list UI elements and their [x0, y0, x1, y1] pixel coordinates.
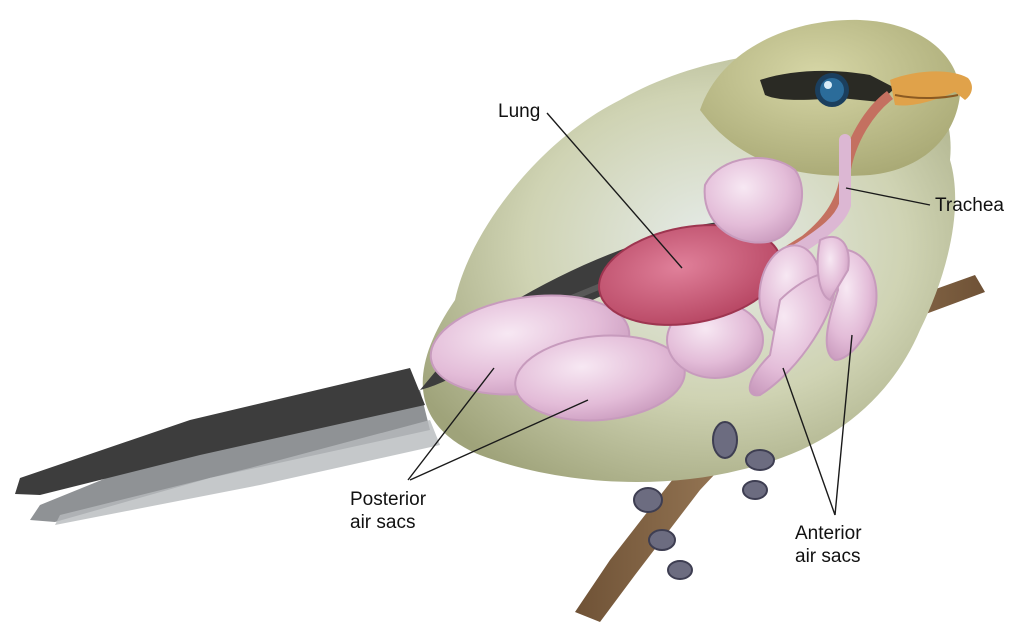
label-lung: Lung [498, 100, 540, 123]
label-posterior-line2: air sacs [350, 511, 426, 534]
label-posterior-line1: Posterior [350, 488, 426, 511]
label-anterior-line1: Anterior [795, 522, 862, 545]
label-anterior-line2: air sacs [795, 545, 862, 568]
label-anterior-air-sacs: Anterior air sacs [795, 522, 862, 568]
label-trachea: Trachea [935, 194, 1004, 217]
label-posterior-air-sacs: Posterior air sacs [350, 488, 426, 534]
beak [890, 71, 972, 105]
